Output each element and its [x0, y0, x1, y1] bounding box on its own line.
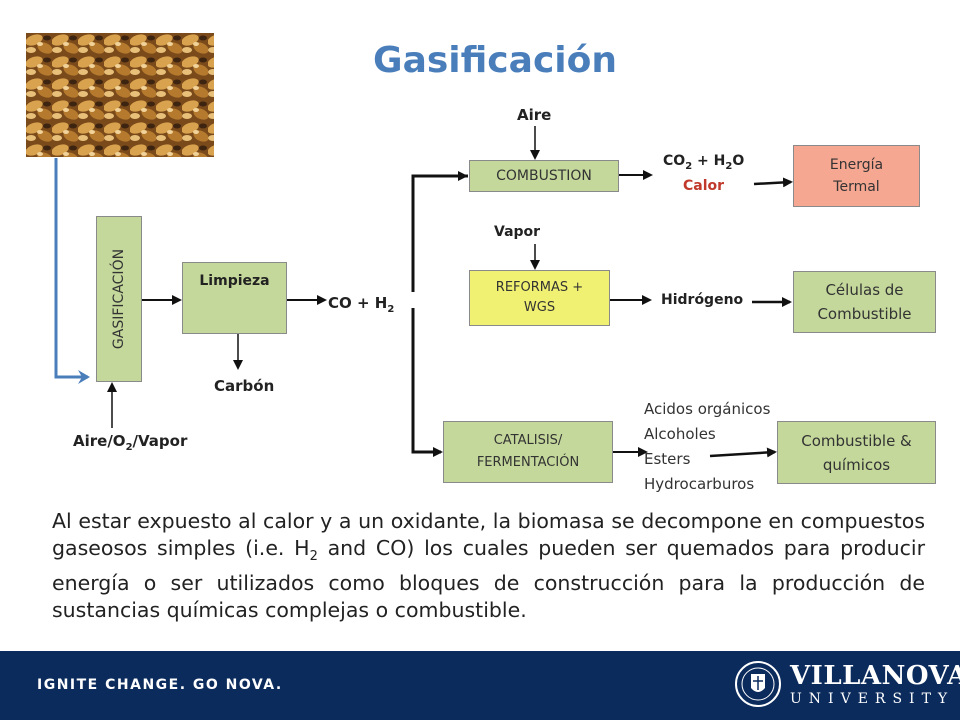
gasificacion-label: GASIFICACIÓN	[111, 248, 128, 350]
blue-feed-arrow	[54, 158, 90, 384]
aire-o2-vapor-label: Aire/O2/Vapor	[73, 432, 188, 453]
energia-termal-box: Energía Termal	[793, 145, 920, 207]
combustible-quimicos-label: Combustible & químicos	[801, 431, 912, 474]
product-item: Alcoholes	[644, 425, 716, 443]
celulas-box: Células de Combustible	[793, 271, 936, 333]
gasificacion-box: GASIFICACIÓN	[96, 216, 142, 382]
limpieza-box: Limpieza	[182, 262, 287, 334]
product-item: Esters	[644, 450, 691, 468]
celulas-label: Células de Combustible	[817, 281, 912, 323]
footer-bar	[0, 651, 960, 720]
brand-bottom: UNIVERSITY	[790, 691, 955, 707]
villanova-wordmark: VILLANOVA UNIVERSITY	[790, 661, 960, 708]
combustion-label: COMBUSTION	[496, 168, 592, 184]
limpieza-label: Limpieza	[199, 273, 270, 289]
products-list: Acidos orgánicos Alcoholes Esters Hydroc…	[644, 397, 770, 497]
vapor-label: Vapor	[494, 224, 541, 240]
co-h2-label: CO + H2	[328, 294, 395, 315]
carbon-label: Carbón	[214, 377, 275, 395]
energia-termal-label: Energía Termal	[829, 157, 884, 195]
combustion-box: COMBUSTION	[469, 160, 619, 192]
catalisis-label: CATALISIS/ FERMENTACIÓN	[476, 433, 580, 470]
villanova-seal-icon	[734, 660, 782, 708]
biomass-photo	[26, 33, 214, 157]
hidrogeno-label: Hidrógeno	[661, 292, 744, 308]
combustible-quimicos-box: Combustible & químicos	[777, 421, 936, 484]
catalisis-box: CATALISIS/ FERMENTACIÓN	[443, 421, 613, 483]
reformas-label: REFORMAS + WGS	[495, 280, 584, 315]
product-item: Hydrocarburos	[644, 475, 755, 493]
aire-label: Aire	[517, 106, 552, 124]
calor-label: Calor	[683, 178, 725, 194]
reformas-box: REFORMAS + WGS	[469, 270, 610, 326]
co2-h2o-label: CO2 + H2O	[663, 153, 745, 172]
page-title: Gasificación	[373, 40, 617, 81]
product-item: Acidos orgánicos	[644, 400, 771, 418]
diagram-connectors	[54, 126, 793, 458]
description-paragraph: Al estar expuesto al calor y a un oxidan…	[52, 509, 925, 623]
footer-tagline: IGNITE CHANGE. GO NOVA.	[37, 677, 283, 693]
brand-top: VILLANOVA	[790, 661, 960, 691]
